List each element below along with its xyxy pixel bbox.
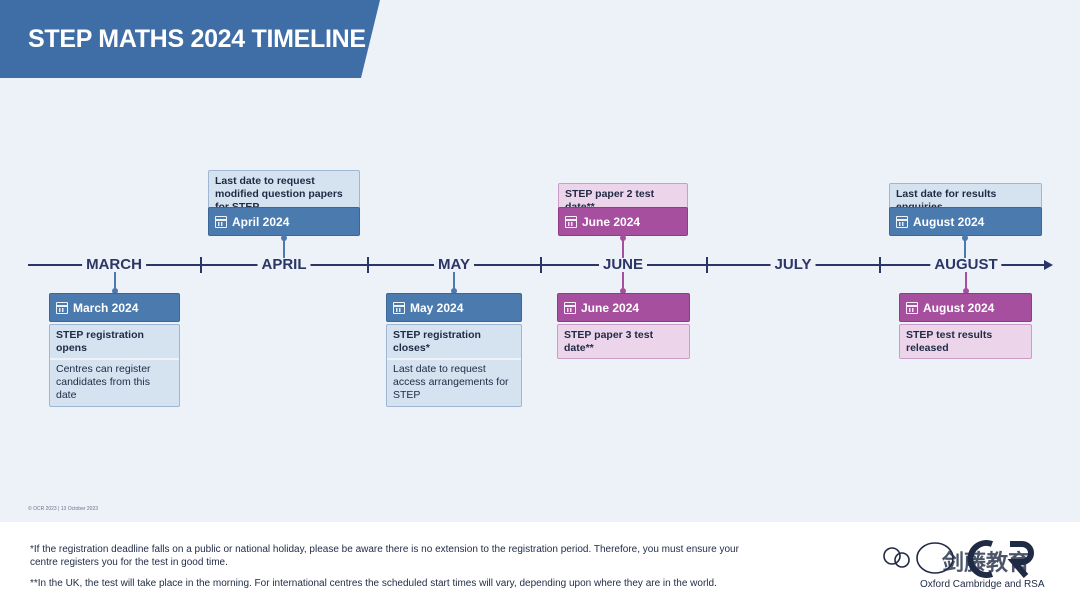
date-label: June 2024 xyxy=(581,301,640,315)
event-title: STEP registration closes* xyxy=(393,329,481,354)
month-label-april: APRIL xyxy=(257,256,311,274)
connector-dot xyxy=(963,288,969,294)
month-label-august: AUGUST xyxy=(930,256,1002,274)
calendar-icon xyxy=(215,216,227,228)
date-box-april: April 2024 xyxy=(208,207,360,236)
connector-dot xyxy=(281,235,287,241)
date-label: August 2024 xyxy=(913,215,985,229)
connector-dot xyxy=(112,288,118,294)
event-details-august: STEP test results released xyxy=(899,324,1032,359)
calendar-icon xyxy=(906,302,918,314)
calendar-icon xyxy=(393,302,405,314)
event-details-may: STEP registration closes* Last date to r… xyxy=(386,324,522,407)
month-divider xyxy=(879,257,881,273)
date-label: April 2024 xyxy=(232,215,290,229)
connector-line xyxy=(453,272,455,294)
connector-line xyxy=(114,272,116,294)
month-label-march: MARCH xyxy=(82,256,146,274)
event-note-text: Last date to request modified question p… xyxy=(215,175,343,213)
date-box-march: March 2024 xyxy=(49,293,180,322)
connector-line xyxy=(622,272,624,294)
timeline: MARCH APRIL MAY JUNE JULY AUGUST Last da… xyxy=(28,170,1053,407)
month-divider xyxy=(367,257,369,273)
event-title: STEP test results released xyxy=(906,329,993,354)
date-box-august-enquiries: August 2024 xyxy=(889,207,1042,236)
month-label-june: JUNE xyxy=(598,256,648,274)
connector-dot xyxy=(962,235,968,241)
connector-line xyxy=(964,236,966,258)
date-label: June 2024 xyxy=(582,215,641,229)
month-divider xyxy=(540,257,542,273)
footnote-registration: *If the registration deadline falls on a… xyxy=(30,544,739,568)
connector-line xyxy=(622,236,624,258)
date-box-june-paper3: June 2024 xyxy=(557,293,690,322)
event-details-june: STEP paper 3 test date** xyxy=(557,324,690,359)
calendar-icon xyxy=(896,216,908,228)
ocr-logo: 剑藤教育 xyxy=(883,540,1034,578)
calendar-icon xyxy=(565,216,577,228)
footer: *If the registration deadline falls on a… xyxy=(0,522,1080,608)
event-description: Centres can register candidates from thi… xyxy=(50,358,179,406)
watermark-text: 剑藤教育 xyxy=(941,550,1030,576)
timeline-axis xyxy=(28,264,1048,266)
event-title: STEP registration opens xyxy=(56,329,144,354)
connector-dot xyxy=(620,288,626,294)
logo-org-name: Oxford Cambridge and RSA xyxy=(920,579,1045,590)
date-box-may: May 2024 xyxy=(386,293,522,322)
event-details-march: STEP registration opens Centres can regi… xyxy=(49,324,180,407)
month-divider xyxy=(200,257,202,273)
calendar-icon xyxy=(564,302,576,314)
date-box-august-results: August 2024 xyxy=(899,293,1032,322)
connector-dot xyxy=(451,288,457,294)
connector-line xyxy=(283,236,285,258)
calendar-icon xyxy=(56,302,68,314)
page-title: STEP MATHS 2024 TIMELINE xyxy=(28,25,366,53)
month-label-may: MAY xyxy=(434,256,474,274)
date-label: August 2024 xyxy=(923,301,995,315)
connector-dot xyxy=(620,235,626,241)
event-description: Last date to request access arrangements… xyxy=(387,358,521,406)
date-box-june-paper2: June 2024 xyxy=(558,207,688,236)
connector-line xyxy=(965,272,967,294)
title-banner xyxy=(0,0,380,78)
date-label: May 2024 xyxy=(410,301,464,315)
event-title: STEP paper 3 test date** xyxy=(564,329,654,354)
footnote-test-times: **In the UK, the test will take place in… xyxy=(30,578,717,589)
date-label: March 2024 xyxy=(73,301,139,315)
copyright-notice: © OCR 2023 | 13 October 2023 xyxy=(28,506,99,512)
month-label-july: JULY xyxy=(770,256,816,274)
arrow-right-icon xyxy=(1044,260,1053,270)
month-divider xyxy=(706,257,708,273)
